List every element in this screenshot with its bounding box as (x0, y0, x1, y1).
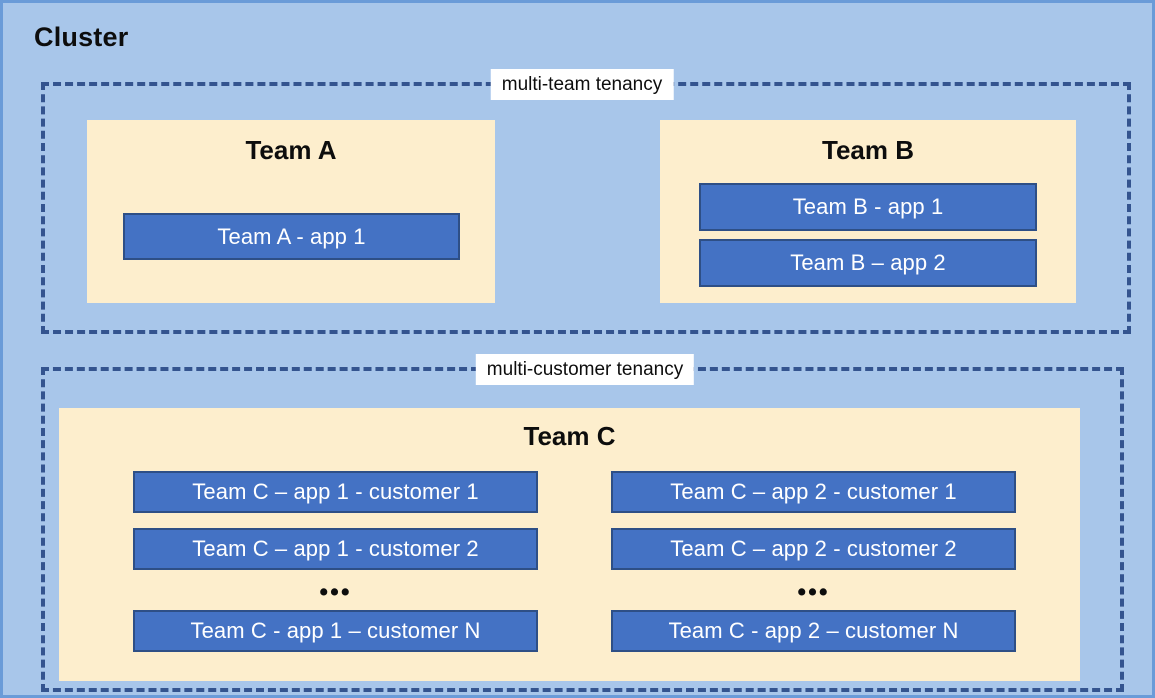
page-title: Cluster (34, 22, 129, 52)
app-column-team-c-app-2: Team C – app 2 - customer 1 Team C – app… (611, 471, 1016, 652)
app-box-team-c-app-2-customer-n[interactable]: Team C - app 2 – customer N (611, 610, 1016, 652)
team-panel-team-c: Team C Team C – app 1 - customer 1 Team … (59, 408, 1080, 681)
ellipsis-icon-team-c-app-1: ••• (319, 578, 352, 606)
app-box-team-c-app-1-customer-n[interactable]: Team C - app 1 – customer N (133, 610, 538, 652)
group-multi-team-tenancy: multi-team tenancy (41, 69, 1131, 334)
group-label-multi-customer-tenancy: multi-customer tenancy (475, 354, 695, 385)
team-heading-team-b: Team B (822, 135, 914, 165)
app-column-team-c-app-1: Team C – app 1 - customer 1 Team C – app… (133, 471, 538, 652)
ellipsis-icon-team-c-app-2: ••• (797, 578, 830, 606)
team-heading-team-a: Team A (245, 135, 337, 165)
app-box-team-c-app-2-customer-2[interactable]: Team C – app 2 - customer 2 (611, 528, 1016, 570)
team-panel-team-a: Team A Team A - app 1 (87, 120, 495, 303)
group-label-multi-team-tenancy: multi-team tenancy (490, 69, 674, 100)
group-multi-customer-tenancy: multi-customer tenancy (41, 354, 1124, 692)
app-box-team-c-app-2-customer-1[interactable]: Team C – app 2 - customer 1 (611, 471, 1016, 513)
app-box-team-b-app-1[interactable]: Team B - app 1 (699, 183, 1037, 231)
app-box-team-c-app-1-customer-2[interactable]: Team C – app 1 - customer 2 (133, 528, 538, 570)
app-box-team-b-app-2[interactable]: Team B – app 2 (699, 239, 1037, 287)
app-box-team-a-app-1[interactable]: Team A - app 1 (123, 213, 460, 260)
team-panel-team-b: Team B Team B - app 1 Team B – app 2 (660, 120, 1076, 303)
app-box-team-c-app-1-customer-1[interactable]: Team C – app 1 - customer 1 (133, 471, 538, 513)
team-heading-team-c: Team C (523, 421, 616, 451)
